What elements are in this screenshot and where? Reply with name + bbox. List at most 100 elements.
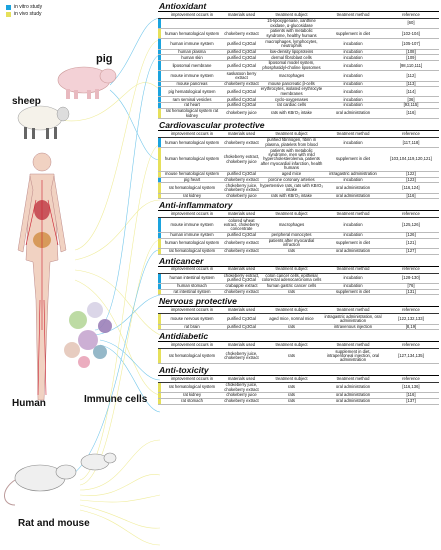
table-cell: [128-130] [383, 273, 439, 284]
column-header: materials used [223, 307, 260, 315]
study-type-marker [158, 108, 161, 120]
study-type-marker [158, 86, 161, 98]
table-cell: [116] [383, 193, 439, 200]
column-header: treatment subject [260, 376, 323, 383]
table-cell: incubation [323, 49, 383, 56]
study-type-marker [158, 102, 161, 110]
table-cell: rats [260, 248, 323, 255]
table-cell: purified Cy3Gal [223, 54, 260, 62]
legend-in-vivo: in vivo study [14, 11, 42, 17]
table-cell: oral administration [323, 182, 383, 194]
section-title: Anti-inflammatory [158, 200, 439, 212]
table-cell [223, 18, 260, 30]
table-cell: purified Cy3Gal [223, 49, 260, 56]
table-cell: human hematological system [161, 28, 223, 40]
table-cell: [108] [383, 49, 439, 56]
column-header: reference [383, 131, 439, 139]
table-cell: oral administration [323, 398, 383, 405]
table-cell: incubation [323, 217, 383, 233]
table-cell: oral administration [323, 382, 383, 394]
table-cell: incubation [323, 283, 383, 290]
table-cell: incubation [323, 177, 383, 184]
column-header: reference [383, 342, 439, 350]
legend-in-vitro: in vitro study [14, 4, 43, 10]
table-cell: chokeberry juice [223, 108, 260, 120]
study-type-marker [158, 392, 161, 399]
table-cell: chokeberry extract, chokeberry juice [223, 147, 260, 172]
table-cell: macrophages [260, 70, 323, 82]
table-cell: incubation [323, 96, 383, 104]
table-cell: hypertensive rats, rats with KBrO₃ intak… [260, 182, 323, 194]
table-cell: incubation [323, 137, 383, 149]
column-header: materials used [223, 12, 260, 19]
table-cell: [131] [383, 289, 439, 296]
table-cell: erythrocytes, isolated erythrocyte membr… [260, 86, 323, 98]
label-human: Human [12, 398, 46, 409]
table-cell: chokeberry juice [223, 193, 260, 200]
table-cell: incubation [323, 86, 383, 98]
table-cell: human hematological system [161, 147, 223, 172]
table-cell: chokeberry extract [223, 80, 260, 88]
table-cell: purified Cy3Gal [223, 102, 260, 110]
table-cell: human intestinal system [161, 273, 223, 284]
table-cell: incubation [323, 70, 383, 82]
study-type-marker [158, 382, 161, 394]
study-type-marker [158, 177, 161, 184]
column-header: materials used [223, 376, 260, 383]
table-cell: rats [260, 289, 323, 296]
column-header: reference [383, 12, 439, 19]
table-cell: rats [260, 348, 323, 364]
table-cell: rat brain [161, 324, 223, 331]
table-cell: incubation [323, 54, 383, 62]
column-header: improvement occurs in [161, 342, 223, 350]
study-type-marker [158, 398, 161, 405]
column-header: improvement occurs in [161, 307, 223, 315]
table-cell: rats [260, 392, 323, 399]
table-cell: chokeberry juice, chokeberry extract [223, 348, 260, 364]
column-header: reference [383, 266, 439, 274]
study-type-marker [158, 38, 161, 50]
study-type-marker [158, 137, 161, 149]
table-cell: mouse pancreatic β-cells [260, 81, 323, 88]
table-cell: [127] [383, 248, 439, 255]
table-cell: crabapple extract [223, 283, 260, 290]
table-cell: purified fibrinogen, fibrin in plasma, p… [260, 138, 323, 149]
column-header: materials used [223, 266, 260, 274]
table-cell: [125,126] [383, 217, 439, 233]
table-cell: human stomach [161, 283, 223, 290]
column-header: treatment method [323, 131, 383, 139]
in-vitro-swatch [6, 5, 11, 10]
table-cell: liposomal membrane [161, 60, 223, 72]
column-header: treatment subject [260, 211, 323, 219]
section-title: Cardiovascular protective [158, 120, 439, 132]
table-cell [323, 18, 383, 30]
study-type-marker [158, 273, 161, 284]
table-cell: supplement in diet [323, 238, 383, 249]
section-title: Anticancer [158, 256, 439, 267]
table-cell: incubation [323, 102, 383, 110]
study-type-marker [158, 70, 161, 82]
label-rat-mouse: Rat and mouse [18, 518, 90, 529]
table-cell: [103,104,119,120,121] [383, 147, 439, 172]
column-header: improvement occurs in [161, 266, 223, 274]
table-cell: dermal fibroblast cells [260, 54, 323, 62]
table-cell: oral administration [323, 193, 383, 200]
table-cell: purified Cy3Gal [223, 38, 260, 50]
table-cell: chokeberry extract [223, 28, 260, 40]
table-cell: chokeberry extract [223, 288, 260, 296]
column-header: reference [383, 307, 439, 315]
table-cell: incubation [323, 38, 383, 50]
sheep-illustration [17, 105, 70, 139]
table-cell: patients with metabolic syndrome, men wi… [260, 147, 323, 172]
